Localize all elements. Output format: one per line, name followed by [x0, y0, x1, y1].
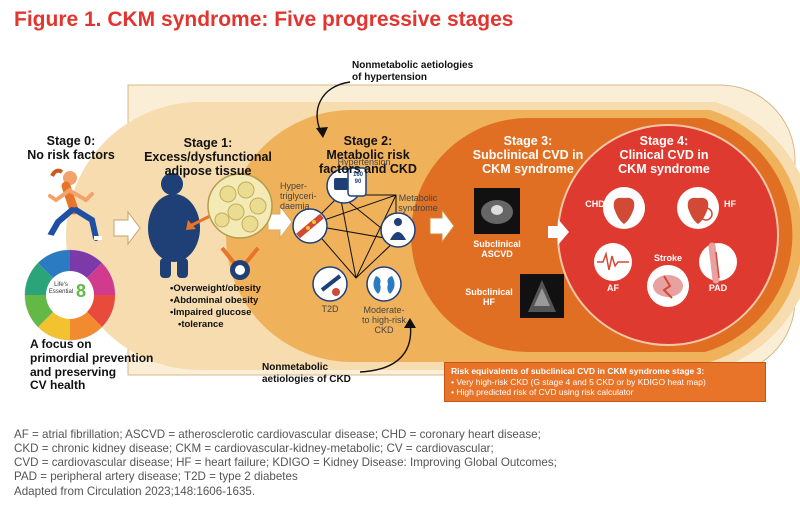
stage4-title-text: Stage 4: Clinical CVD in CKM syndrome: [618, 134, 710, 176]
stroke-brain-icon: [647, 265, 689, 307]
stage4-title: Stage 4: Clinical CVD in CKM syndrome: [604, 134, 724, 176]
callout-ckd-head: [404, 318, 416, 328]
arrow-2-3: [429, 208, 455, 244]
footer-line: PAD = peripheral artery disease; T2D = t…: [14, 470, 298, 484]
hypertension-label: Hypertension: [337, 157, 391, 167]
risk-box-item-text: High predicted risk of CVD using risk ca…: [456, 387, 634, 398]
stage0-focus-text: A focus on primordial prevention and pre…: [30, 337, 154, 393]
arrow-3-4: [548, 219, 569, 245]
pad-leg-icon: [699, 242, 737, 284]
adipose-tissue-icon: [207, 173, 273, 239]
arrow-0-1: [113, 210, 141, 246]
footer-line: CVD = cardiovascular disease; HF = heart…: [14, 456, 557, 470]
subclinical-ascvd-label: Subclinical ASCVD: [473, 239, 521, 259]
risk-box-item-text: Very high-risk CKD (G stage 4 and 5 CKD …: [456, 376, 706, 387]
list-item: Abdominal obesity: [170, 295, 261, 307]
arrow-1-2: [267, 204, 293, 240]
list-item: Impaired glucose: [170, 307, 261, 319]
ascvd-ct-scan-image: [474, 188, 520, 234]
t2d-icon: [312, 266, 348, 302]
callout-hypertension-arrow: [316, 81, 351, 135]
list-item: tolerance: [170, 319, 261, 331]
stage1-title: Stage 1: Excess/dysfunctional adipose ti…: [138, 136, 278, 178]
callout-hypertension-head: [316, 127, 328, 138]
hypertriglyceridaemia-label: Hyper- triglyceri- daemia: [280, 181, 317, 211]
footer-source: Adapted from Circulation 2023;148:1606-1…: [14, 484, 256, 498]
stage0-title-text: Stage 0: No risk factors: [27, 134, 115, 162]
risk-box-item: • Very high-risk CKD (G stage 4 and 5 CK…: [451, 376, 706, 387]
chd-heart-icon: [603, 187, 645, 229]
hf-echo-image: [520, 274, 564, 318]
scale-icon: [220, 246, 260, 280]
metabolic-syndrome-label: Metabolic syndrome: [398, 193, 438, 213]
stage2-title: Stage 2: Metabolic risk factors and CKD: [308, 134, 428, 176]
hf-heart-icon: [677, 187, 719, 229]
callout-ckd-arrow: [359, 321, 412, 373]
lifes-essential-logo-number: 8: [75, 281, 86, 301]
pad-label: PAD: [708, 283, 728, 293]
t2d-label: T2D: [321, 304, 339, 314]
figure-title: Figure 1. CKM syndrome: Five progressive…: [14, 8, 514, 31]
obese-body-icon: [148, 173, 211, 278]
footer-line: AF = atrial fibrillation; ASCVD = athero…: [14, 428, 541, 441]
stage0-title: Stage 0: No risk factors: [16, 134, 126, 162]
ckd-label: Moderate- to high-risk CKD: [361, 305, 406, 335]
chd-label: CHD: [585, 199, 605, 209]
runner-icon: [45, 168, 102, 241]
lifes-essential-8-icon: [24, 249, 116, 341]
stage1-title-text: Stage 1: Excess/dysfunctional adipose ti…: [144, 136, 272, 178]
af-ecg-icon: [594, 243, 632, 281]
stage3-title: Stage 3: Subclinical CVD in CKM syndrome: [468, 134, 588, 176]
risk-box-item: • High predicted risk of CVD using risk …: [451, 387, 634, 398]
subclinical-hf-label: Subclinical HF: [465, 287, 513, 307]
hf-label: HF: [724, 199, 736, 209]
risk-equivalents-box: Risk equivalents of subclinical CVD in C…: [444, 362, 766, 402]
risk-box-heading: Risk equivalents of subclinical CVD in C…: [451, 366, 705, 376]
bp-reading: 160 90: [352, 172, 363, 185]
abbreviations-footer: AF = atrial fibrillation; ASCVD = athero…: [14, 428, 557, 499]
hypertriglyceridaemia-icon: [292, 208, 328, 244]
risk-factor-network: [292, 167, 416, 302]
footer-line: CKD = chronic kidney disease; CKM = card…: [14, 442, 494, 456]
lifes-essential-logo-text: Life's Essential: [48, 282, 74, 295]
stage1-bullet-list: Overweight/obesity Abdominal obesity Imp…: [170, 283, 261, 331]
metabolic-syndrome-icon: [380, 212, 416, 248]
list-item: Overweight/obesity: [170, 283, 261, 295]
ckd-kidney-icon: [366, 266, 402, 302]
stroke-label: Stroke: [653, 253, 682, 263]
stage2-title-text: Stage 2: Metabolic risk factors and CKD: [319, 134, 417, 176]
hypertension-icon: [326, 167, 367, 204]
af-label: AF: [607, 283, 619, 293]
callout-hypertension-text: Nonmetabolic aetiologies of hypertension: [352, 60, 474, 83]
callout-ckd-text: Nonmetabolic aetiologies of CKD: [262, 362, 351, 385]
stage3-title-text: Stage 3: Subclinical CVD in CKM syndrome: [472, 134, 584, 176]
